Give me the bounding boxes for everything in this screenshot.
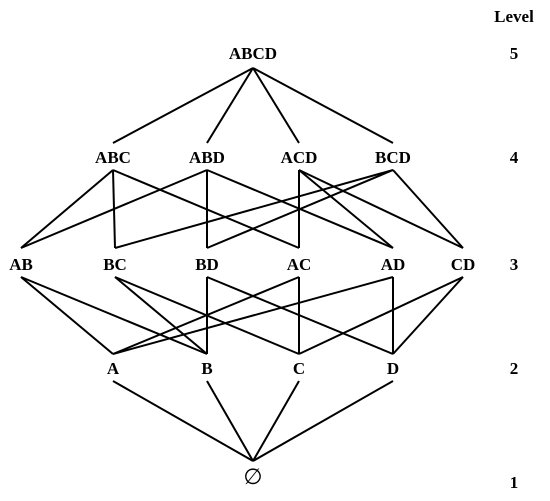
edge-bcd-bc	[114, 169, 394, 249]
node-ab: AB	[9, 255, 33, 274]
node-ad: AD	[381, 255, 406, 274]
level-label-5: 5	[510, 44, 519, 63]
lattice-edges	[20, 67, 464, 462]
edge-cd-d	[392, 276, 464, 355]
node-b: B	[201, 359, 212, 378]
edge-bcd-bd	[206, 169, 394, 249]
node-bc: BC	[103, 255, 127, 274]
node-ac: AC	[287, 255, 312, 274]
edge-b-empty	[206, 380, 254, 462]
edge-c-empty	[252, 380, 300, 462]
node-abcd: ABCD	[229, 44, 277, 63]
node-acd: ACD	[281, 148, 318, 167]
level-column: Level 5 4 3 2 1	[494, 7, 534, 492]
edge-abcd-bcd	[252, 67, 394, 144]
level-label-1: 1	[510, 473, 519, 492]
edge-acd-ad	[298, 169, 394, 249]
level-label-2: 2	[510, 359, 519, 378]
node-c: C	[293, 359, 305, 378]
node-empty-set: ∅	[243, 464, 262, 489]
edge-abcd-acd	[252, 67, 300, 144]
edge-abd-ab	[20, 169, 208, 249]
edge-bcd-cd	[392, 169, 464, 249]
edge-a-empty	[112, 380, 254, 462]
edge-ad-a	[112, 276, 394, 355]
node-cd: CD	[451, 255, 476, 274]
edge-cd-c	[298, 276, 464, 355]
edge-d-empty	[252, 380, 394, 462]
edge-abc-ab	[20, 169, 114, 249]
edge-abcd-abc	[112, 67, 254, 144]
level-label-3: 3	[510, 255, 519, 274]
node-d: D	[387, 359, 399, 378]
edge-ab-b	[20, 276, 208, 355]
node-bcd: BCD	[375, 148, 411, 167]
level-label-4: 4	[510, 148, 519, 167]
node-a: A	[107, 359, 120, 378]
edge-acd-cd	[298, 169, 464, 249]
node-abd: ABD	[189, 148, 225, 167]
edge-ab-a	[20, 276, 114, 355]
edge-ac-a	[112, 276, 300, 355]
lattice-nodes: ABCD ABC ABD ACD BCD AB BC BD AC AD CD A…	[9, 44, 475, 489]
edge-abcd-abd	[206, 67, 254, 144]
edge-bc-b	[114, 276, 208, 355]
node-abc: ABC	[95, 148, 131, 167]
node-bd: BD	[195, 255, 219, 274]
level-heading: Level	[494, 7, 534, 26]
